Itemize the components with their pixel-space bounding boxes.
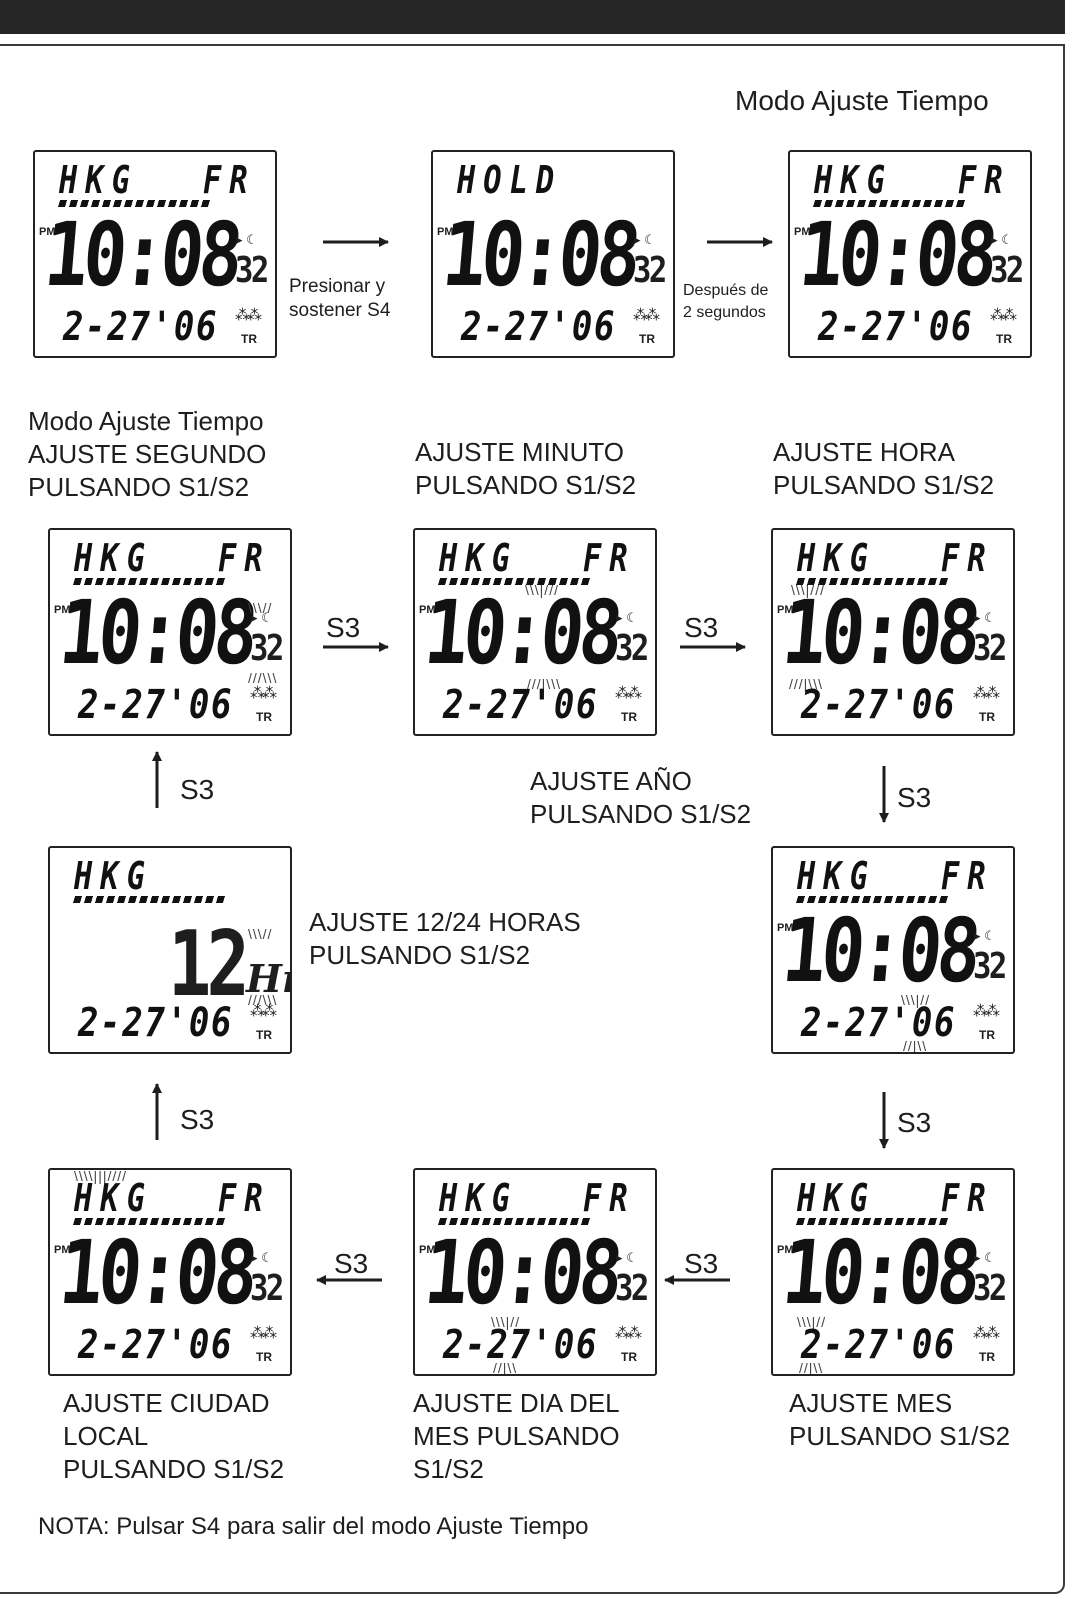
flow-arrows [0,0,1065,1599]
